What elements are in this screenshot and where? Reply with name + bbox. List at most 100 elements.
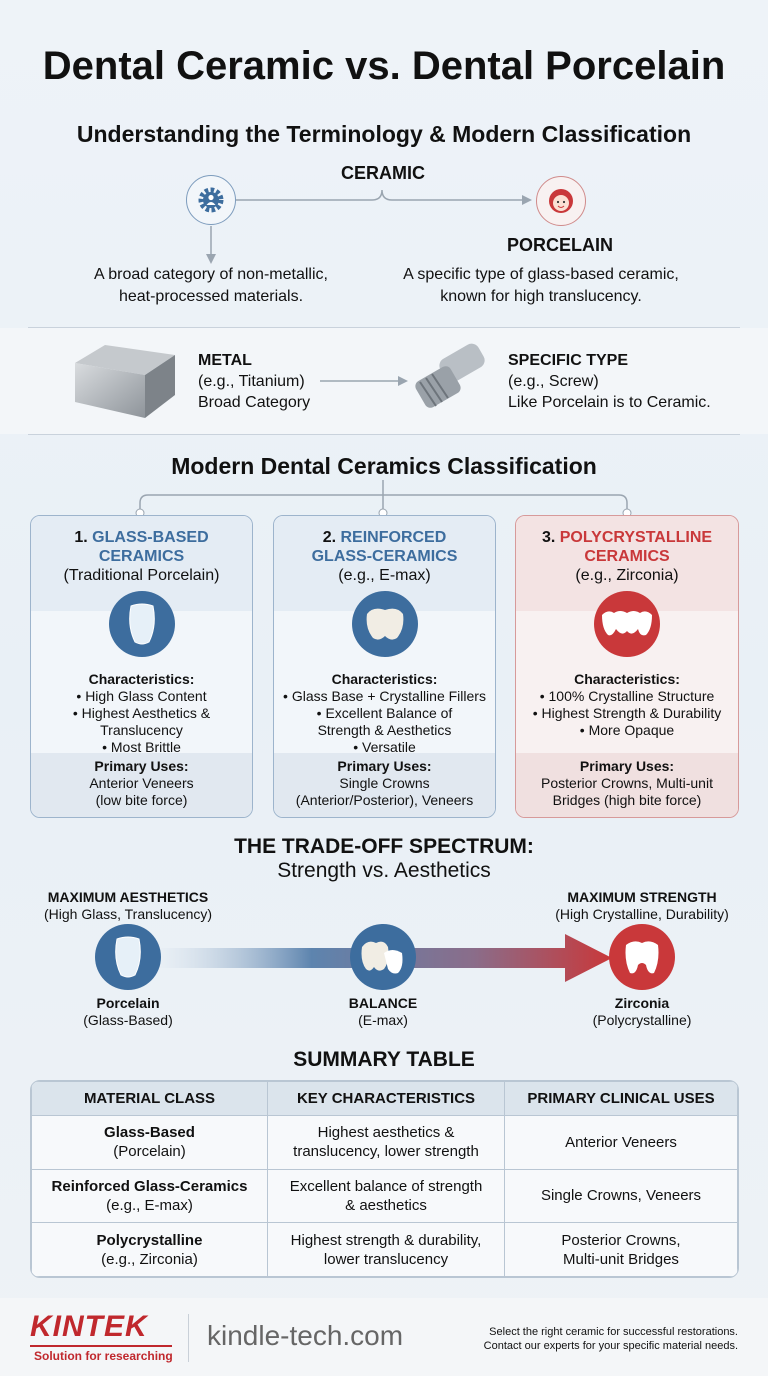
divider [28, 327, 740, 328]
card-number: 1. [74, 529, 88, 546]
card-subtitle: (Traditional Porcelain) [63, 567, 220, 584]
card-title: REINFORCED [340, 529, 447, 546]
specific-example: (e.g., Screw) [508, 373, 599, 390]
char-label: Characteristics: [331, 671, 438, 687]
crown-icon [351, 591, 418, 657]
column-header: MATERIAL CLASS [31, 1081, 268, 1116]
uses-label: Primary Uses: [337, 758, 432, 774]
cell-material: Polycrystalline(e.g., Zirconia) [31, 1222, 268, 1277]
cell-characteristics: Highest aesthetics &translucency, lower … [267, 1115, 505, 1170]
card-number: 3. [541, 529, 556, 546]
uses-label: Primary Uses: [579, 758, 675, 774]
molar-icon [609, 924, 675, 990]
balance-spectrum-label: BALANCE(E-max) [283, 995, 483, 1029]
metal-example: (e.g., Titanium) [198, 373, 305, 390]
material-sub: (e.g., Zirconia) [101, 1250, 198, 1268]
table-row: Glass-Based(Porcelain)Highest aesthetics… [31, 1115, 738, 1170]
veneer-icon [95, 924, 161, 990]
char-item: • Excellent Balance of [316, 705, 453, 721]
table-row: Reinforced Glass-Ceramics(e.g., E-max)Ex… [31, 1168, 738, 1224]
cell-uses: Anterior Veneers [504, 1115, 738, 1170]
use-item: (Anterior/Posterior), Veneers [295, 792, 474, 808]
label-title: Porcelain [96, 995, 160, 1011]
cell-line: Posterior Crowns, [561, 1231, 681, 1249]
bridge-icon [594, 591, 660, 657]
label-title: Zirconia [614, 995, 670, 1011]
cell-line: Highest aesthetics & [317, 1124, 455, 1142]
label-title: MAXIMUM STRENGTH [567, 889, 717, 905]
material-sub: (e.g., E-max) [106, 1196, 193, 1214]
porcelain-description: A specific type of glass-based ceramic,k… [380, 264, 702, 308]
label-sub: (Polycrystalline) [592, 1012, 692, 1028]
max-aesthetics-label: MAXIMUM AESTHETICS(High Glass, Transluce… [18, 889, 238, 923]
specific-note: Like Porcelain is to Ceramic. [508, 394, 711, 411]
cell-characteristics: Highest strength & durability,lower tran… [267, 1222, 505, 1277]
label-sub: (E-max) [358, 1012, 408, 1028]
material-name: Glass-Based [104, 1124, 195, 1142]
use-item: Bridges (high bite force) [552, 792, 702, 808]
specific-analogy: SPECIFIC TYPE (e.g., Screw) Like Porcela… [508, 350, 711, 413]
metal-note: Broad Category [198, 394, 311, 411]
char-item: • Highest Strength & Durability [532, 705, 722, 721]
cell-line: translucency, lower strength [293, 1143, 479, 1161]
metal-analogy: METAL (e.g., Titanium) Broad Category [198, 350, 310, 413]
cell-line: Anterior Veneers [565, 1133, 677, 1151]
char-item: • Versatile [353, 739, 416, 755]
face-icon [536, 176, 586, 226]
website-link[interactable]: kindle-tech.com [207, 1320, 404, 1351]
use-item: Anterior Veneers [89, 775, 194, 791]
spectrum-subheading: Strength vs. Aesthetics [277, 859, 491, 882]
cell-uses: Posterior Crowns,Multi-unit Bridges [504, 1222, 738, 1277]
kintek-logo[interactable]: KINTEK [30, 1310, 148, 1343]
classification-connectors [135, 480, 632, 518]
footer: KINTEK Solution for researching kindle-t… [0, 1298, 768, 1376]
material-name: Reinforced Glass-Ceramics [51, 1177, 248, 1195]
label-sub: (Glass-Based) [83, 1012, 173, 1028]
ceramic-label: CERAMIC [341, 163, 425, 183]
char-item: Strength & Aesthetics [317, 722, 452, 738]
char-item: • More Opaque [579, 722, 675, 738]
cell-line: Single Crowns, Veneers [540, 1187, 702, 1205]
char-label: Characteristics: [88, 671, 195, 687]
cell-material: Reinforced Glass-Ceramics(e.g., E-max) [31, 1168, 268, 1224]
card-subtitle: (e.g., Zirconia) [575, 567, 679, 584]
logo-tagline: Solution for researching [34, 1349, 173, 1363]
card-title: GLASS-BASED [92, 529, 209, 546]
char-label: Characteristics: [574, 671, 680, 687]
char-item: Translucency [100, 722, 183, 738]
char-item: • Highest Aesthetics & [72, 705, 211, 721]
cell-material: Glass-Based(Porcelain) [31, 1115, 268, 1170]
char-item: • High Glass Content [76, 688, 207, 704]
porcelain-label: PORCELAIN [506, 235, 613, 255]
cell-characteristics: Excellent balance of strength& aesthetic… [267, 1168, 505, 1224]
zirconia-spectrum-label: Zirconia(Polycrystalline) [542, 995, 742, 1029]
terminology-connectors [206, 189, 532, 264]
material-name: Polycrystalline [96, 1231, 203, 1249]
footer-cta: Select the right ceramic for successful … [484, 1325, 738, 1353]
logo-underline [30, 1345, 172, 1347]
page-title: Dental Ceramic vs. Dental Porcelain [42, 44, 726, 88]
divider [188, 1314, 189, 1362]
desc-line: A specific type of glass-based ceramic, [403, 266, 679, 283]
card-number: 2. [322, 529, 337, 546]
use-item: Single Crowns [339, 775, 430, 791]
material-sub: (Porcelain) [113, 1143, 186, 1161]
char-item: • Most Brittle [102, 739, 181, 755]
veneer-icon [108, 591, 175, 657]
ceramic-description: A broad category of non-metallic,heat-pr… [60, 264, 362, 308]
arrow-right-icon [320, 376, 408, 386]
gear-icon [186, 175, 236, 225]
use-item: (low bite force) [95, 792, 188, 808]
table-row: Polycrystalline(e.g., Zirconia)Highest s… [31, 1222, 738, 1277]
terminology-heading: Understanding the Terminology & Modern C… [76, 121, 692, 147]
specific-title: SPECIFIC TYPE [508, 352, 629, 369]
label-sub: (High Crystalline, Durability) [555, 906, 729, 922]
desc-line: A broad category of non-metallic, [94, 266, 328, 283]
metal-title: METAL [198, 352, 252, 369]
max-strength-label: MAXIMUM STRENGTH(High Crystalline, Durab… [532, 889, 752, 923]
cell-line: Multi-unit Bridges [563, 1250, 679, 1268]
